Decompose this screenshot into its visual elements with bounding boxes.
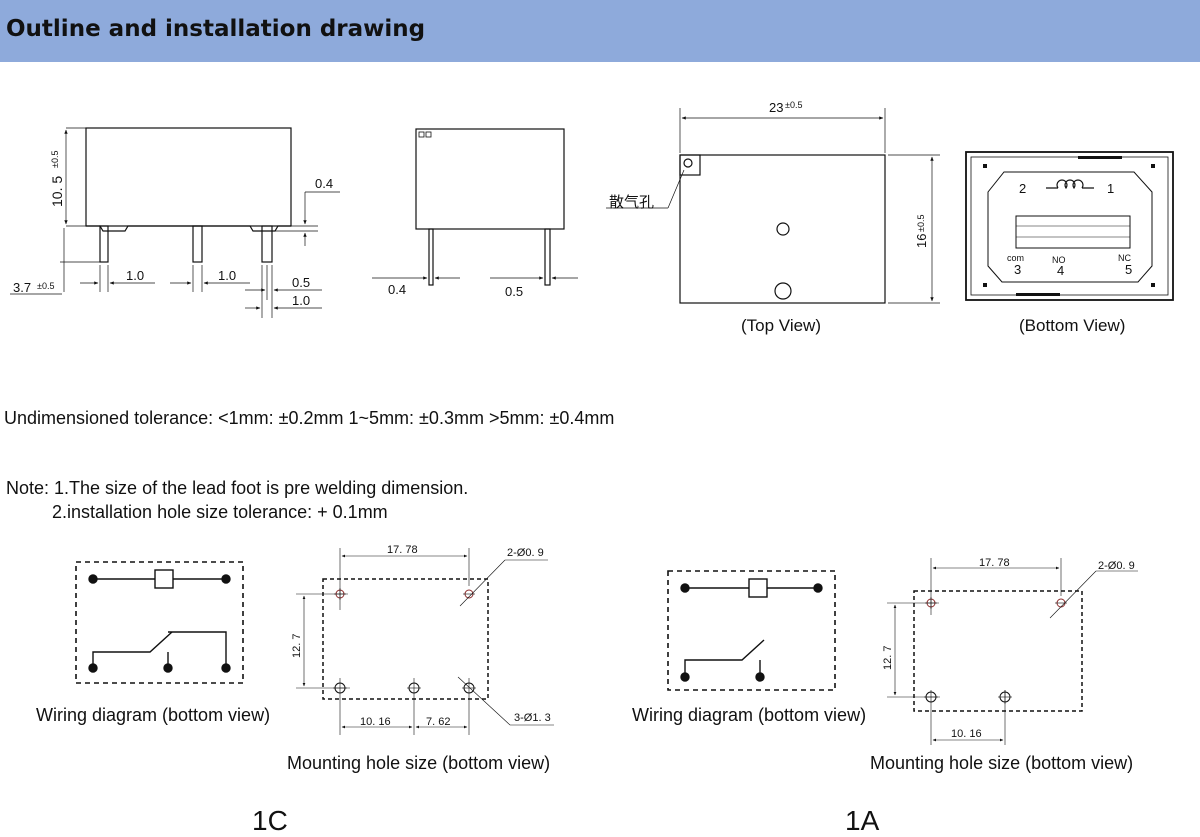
relay-body-end [415,128,565,230]
mounting-labels-1a: 17. 78 2-Ø0. 9 12. 7 10. 16 [882,557,1135,740]
vent-hole-tab [679,154,701,176]
height-tol: ±0.5 [50,151,60,168]
pin-end-2 [544,228,551,286]
height-label: 10. 5 [49,176,65,207]
tolerance-note: Undimensioned tolerance: <1mm: ±0.2mm 1~… [4,408,615,428]
dim-a-1a: 10. 16 [951,728,982,740]
vent-hole [683,158,693,168]
hole-a-1a: 2-Ø0. 9 [1098,560,1135,572]
end-view [372,128,578,286]
wiring-diagram-1c [75,561,244,684]
hole-a-1c: 2-Ø0. 9 [507,547,544,559]
pin-width-label: 0.5 [292,275,310,290]
wiring-diagram-1a [667,570,836,691]
wiring-caption-1c: Wiring diagram (bottom view) [36,705,271,725]
bottom-view [965,151,1174,301]
top-view-caption: (Top View) [741,316,821,335]
top-view [606,108,940,304]
pin-end-1 [428,228,434,286]
pin-pitch-2: 1.0 [218,268,236,283]
side-view [10,127,340,318]
wiring-caption-1a: Wiring diagram (bottom view) [632,705,867,725]
dim-width-1c: 17. 78 [387,544,418,556]
section-title: Outline and installation drawing [6,16,426,42]
mount-caption-1c: Mounting hole size (bottom view) [287,753,551,773]
dim-b-1c: 7. 62 [426,716,450,728]
hole-b-1c: 3-Ø1. 3 [514,712,551,724]
bv-pin1: 1 [1107,181,1114,196]
top-height-label: 16 [914,234,929,248]
pin-pitch-1: 1.0 [126,268,144,283]
relay-body-top [679,154,886,304]
variant-label-1c: 1C [252,805,288,836]
note-line-2: 2.installation hole size tolerance: + 0.… [52,502,388,522]
bv-com: com [1007,253,1024,263]
pin-width-2-label: 1.0 [292,293,310,308]
relay-body-side [85,127,292,227]
mount-caption-1a: Mounting hole size (bottom view) [870,753,1134,773]
pin-side-1 [99,225,109,263]
bv-pin3: 3 [1014,262,1021,277]
dim-a-1c: 10. 16 [360,716,391,728]
top-width-label: 23 [769,100,783,115]
top-view-labels: 23 ±0.5 16 ±0.5 散气孔 (Top View) [609,100,929,335]
bottom-view-labels: 2 1 com NO NC 3 4 5 (Bottom View) [1007,181,1132,335]
coil-symbol [1046,179,1094,190]
bv-pin2: 2 [1019,181,1026,196]
top-width-tol: ±0.5 [785,100,802,110]
bv-nc: NC [1118,253,1131,263]
dim-width-1a: 17. 78 [979,557,1010,569]
section-header: Outline and installation drawing [0,0,1200,62]
pin-thickness-label: 0.4 [315,176,333,191]
end-pin-thickness: 0.4 [388,282,406,297]
bottom-view-caption: (Bottom View) [1019,316,1125,335]
end-view-labels: 0.4 0.5 [388,282,523,299]
variant-label-1a: 1A [845,805,880,836]
side-view-labels: 10. 5 ±0.5 3.7 ±0.5 1.0 1.0 0.4 0.5 1.0 [13,151,333,308]
vent-label: 散气孔 [609,193,654,211]
pin-offset-tol: ±0.5 [37,281,54,291]
bv-pin4: 4 [1057,263,1064,278]
dim-height-1c: 12. 7 [291,634,303,658]
top-hole-center [776,222,790,236]
mounting-holes-1a [887,558,1138,745]
coil-box-1a [748,578,768,598]
mounting-labels-1c: 17. 78 2-Ø0. 9 12. 7 10. 16 7. 62 3-Ø1. … [291,544,551,728]
bv-pin5: 5 [1125,262,1132,277]
pin-side-3 [261,225,273,263]
top-hole-bottom [774,282,792,300]
relay-base-side [86,225,291,232]
pin-side-2 [192,225,203,263]
top-height-tol: ±0.5 [916,215,926,232]
dim-height-1a: 12. 7 [882,646,894,670]
note-line-1: Note: 1.The size of the lead foot is pre… [6,478,469,498]
pin-offset-label: 3.7 [13,280,31,295]
bv-no: NO [1052,255,1066,265]
end-pin-width: 0.5 [505,284,523,299]
relay-body-bottom [965,151,1174,301]
mounting-holes-1c [296,548,554,735]
coil-box-1c [154,569,174,589]
